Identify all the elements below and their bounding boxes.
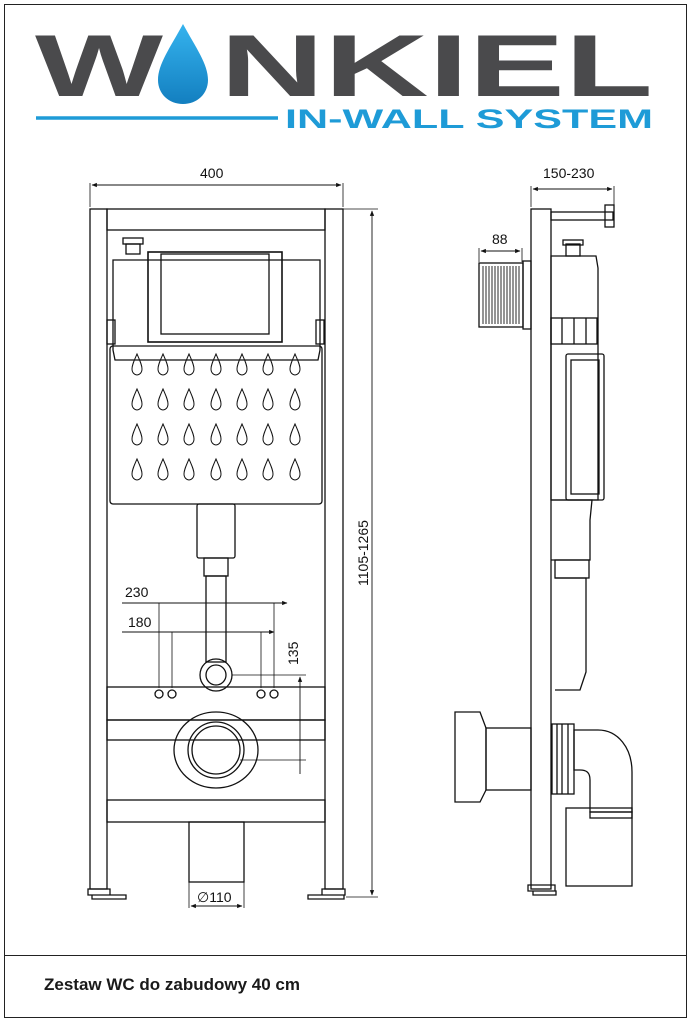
drop-shape <box>236 387 248 411</box>
product-caption: Zestaw WC do zabudowy 40 cm <box>44 975 300 994</box>
frame-top-bar <box>106 208 326 231</box>
drop-shape <box>262 352 274 376</box>
button-depth-label: 88 <box>492 231 508 247</box>
drop-shape <box>289 352 301 376</box>
drop-shape <box>289 422 301 446</box>
drop-shape <box>210 352 222 376</box>
drop-shape <box>157 387 169 411</box>
side-frame-post <box>530 208 552 890</box>
width-label: 400 <box>200 165 224 181</box>
drop-shape <box>131 457 143 481</box>
cistern-body <box>112 259 321 361</box>
drop-shape <box>236 352 248 376</box>
frame-right-post <box>324 208 344 890</box>
drop-shape <box>131 352 143 376</box>
drop-shape <box>236 457 248 481</box>
bolt-outer-label: 230 <box>125 584 149 600</box>
drop-shape <box>157 457 169 481</box>
front-view <box>87 182 378 909</box>
logo-wordmark-right: NKIEL <box>220 16 653 115</box>
drop-shape <box>262 422 274 446</box>
flush-outlet <box>199 658 233 692</box>
drop-shape <box>236 422 248 446</box>
drop-shape <box>210 422 222 446</box>
drop-shape <box>289 387 301 411</box>
outlet-height-label: 135 <box>285 641 301 665</box>
side-drain-pipe <box>565 807 633 887</box>
drop-shape <box>183 352 195 376</box>
drop-shape <box>157 422 169 446</box>
drain-pipe <box>188 821 245 883</box>
drain-connector <box>173 711 259 789</box>
logo: W NKIEL IN-WALL SYSTEM <box>35 16 653 134</box>
flush-pipe <box>196 503 236 559</box>
drop-shape <box>131 387 143 411</box>
drop-shape <box>157 352 169 376</box>
mounting-bolt <box>154 689 164 699</box>
frame-left-post <box>89 208 108 890</box>
logo-tagline: IN-WALL SYSTEM <box>285 104 653 134</box>
mounting-bolt <box>269 689 279 699</box>
bowl-connector <box>454 711 487 803</box>
drop-shape <box>183 422 195 446</box>
water-drop-icon <box>158 24 208 104</box>
side-view <box>454 186 633 896</box>
drop-shape <box>183 387 195 411</box>
drop-shape <box>289 457 301 481</box>
drop-shape <box>131 422 143 446</box>
drain-label: ∅110 <box>197 889 232 905</box>
mounting-bolt <box>256 689 266 699</box>
caption-bar: Zestaw WC do zabudowy 40 cm <box>4 955 687 1018</box>
support-crossbar <box>106 686 326 721</box>
height-label: 1105-1265 <box>355 520 371 586</box>
drawing-sheet <box>4 4 687 1018</box>
drop-shape <box>183 457 195 481</box>
drop-shape <box>210 387 222 411</box>
drain-elbow <box>573 729 633 813</box>
depth-label: 150-230 <box>543 165 595 181</box>
mounting-bolt <box>167 689 177 699</box>
drop-pattern <box>131 352 301 481</box>
drop-shape <box>262 457 274 481</box>
drop-shape <box>210 457 222 481</box>
logo-wordmark-left: W <box>35 16 163 115</box>
bolt-inner-label: 180 <box>128 614 152 630</box>
cistern-side <box>550 255 599 501</box>
flush-button-plate <box>147 251 283 343</box>
drop-shape <box>262 387 274 411</box>
